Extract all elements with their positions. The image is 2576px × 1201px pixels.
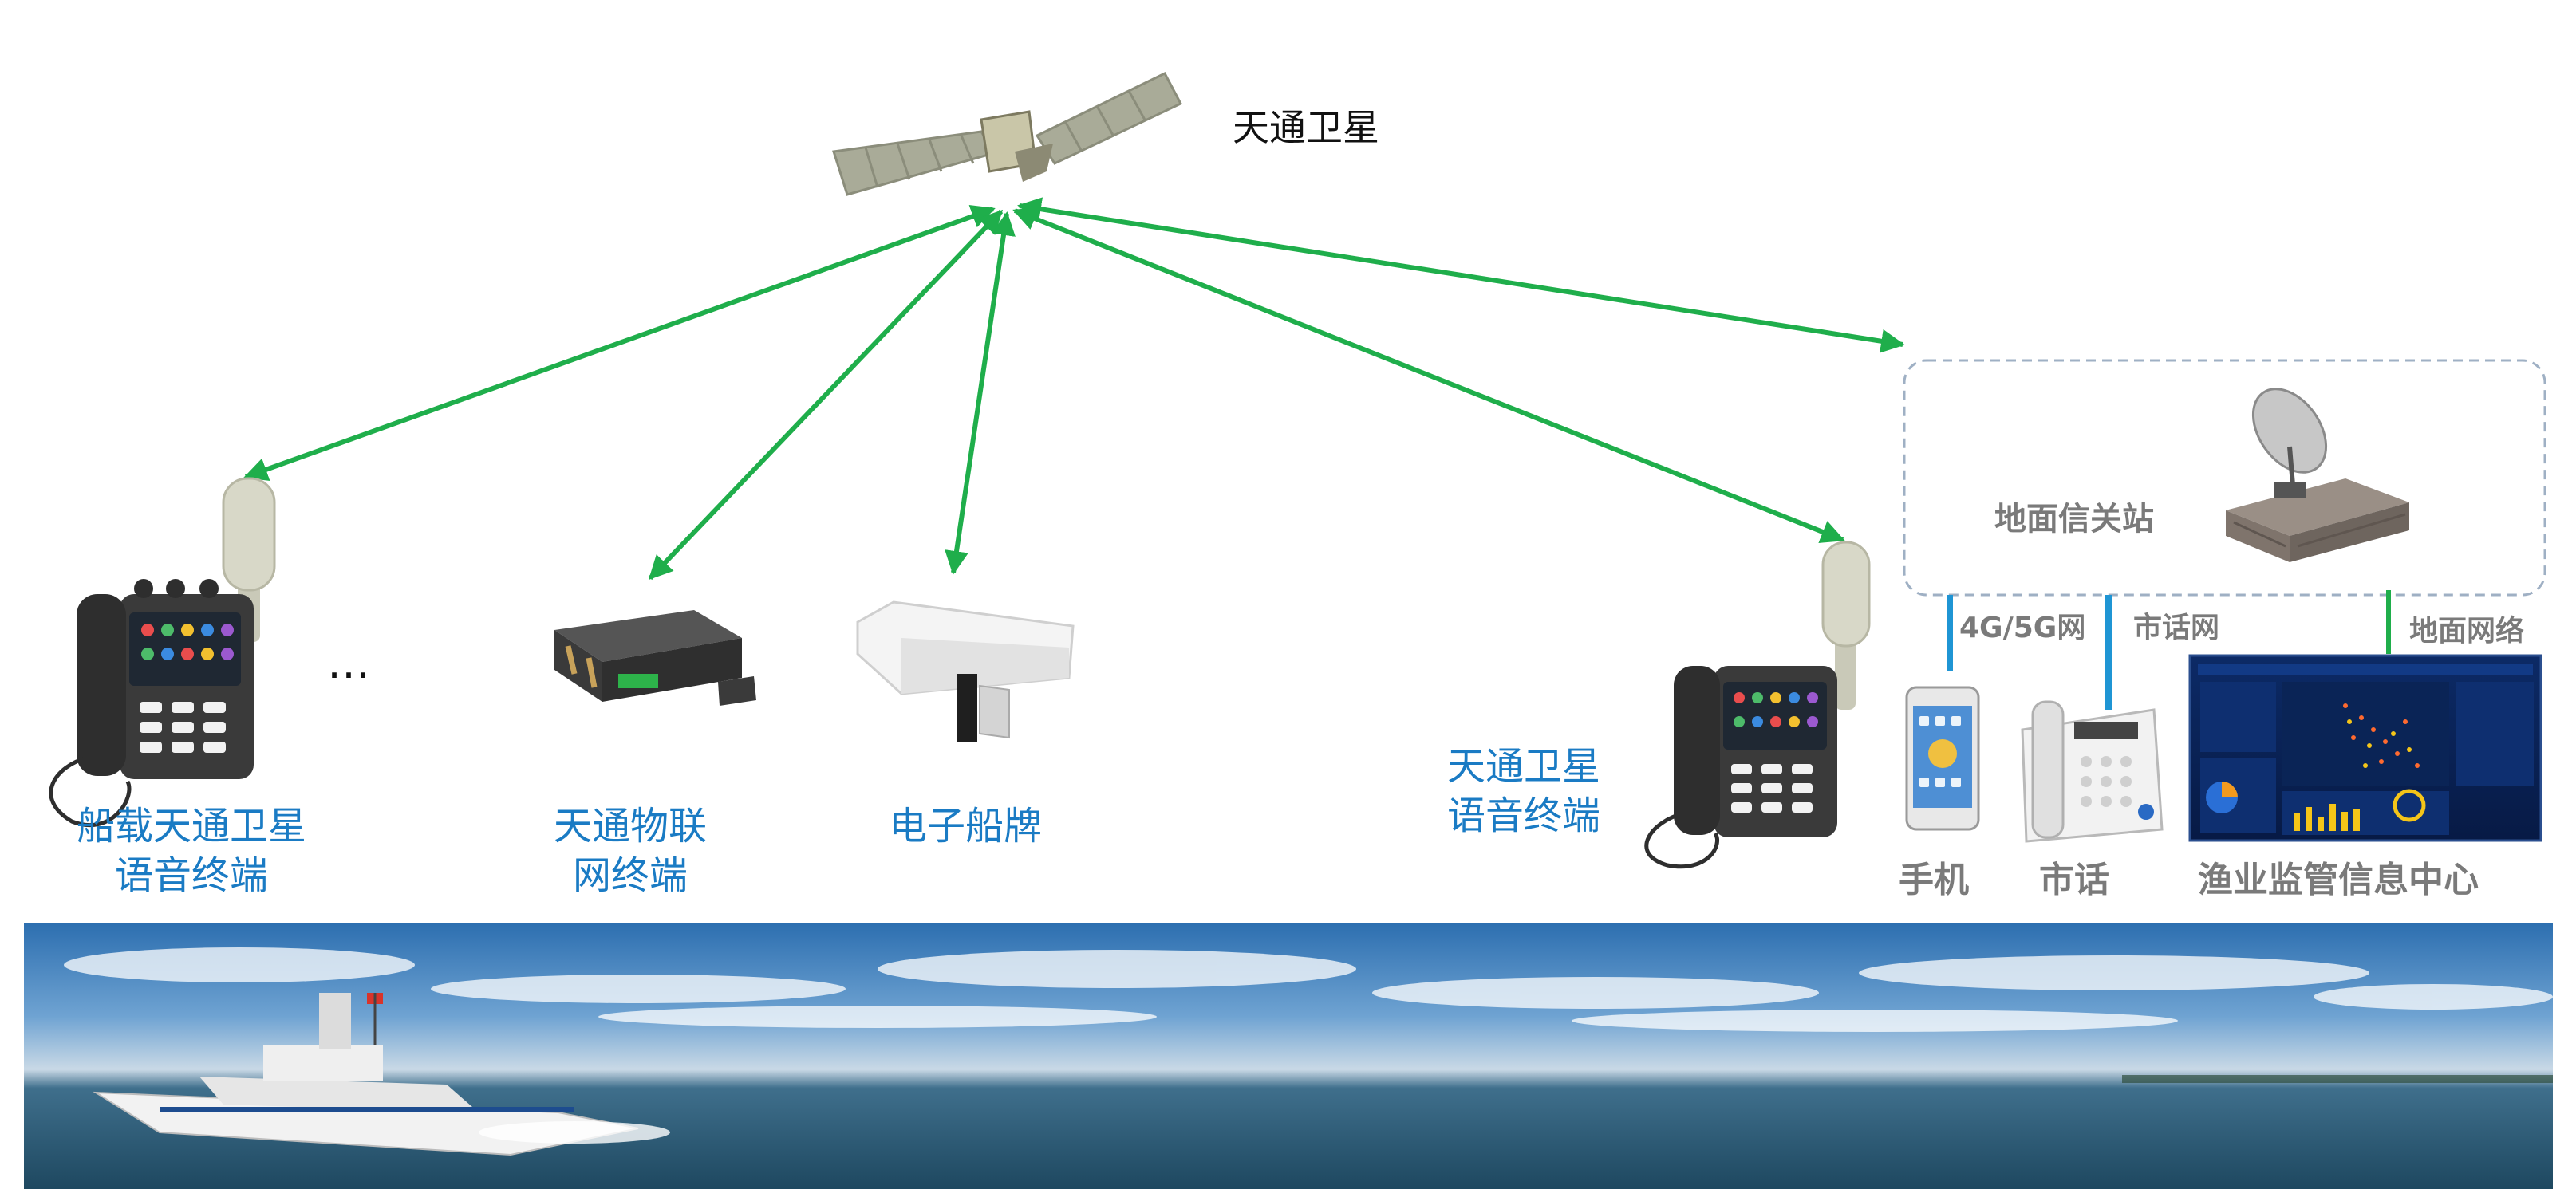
link-ship-terminal	[243, 204, 996, 482]
link-gateway	[1017, 197, 1905, 353]
sea-photo	[24, 923, 2553, 1189]
ground-network-label: 地面网络	[2409, 615, 2525, 648]
link-ship-plate	[945, 211, 1016, 575]
desk-phone-icon	[2021, 700, 2164, 843]
satellite-links	[243, 197, 1905, 581]
satellite-icon	[832, 72, 1183, 196]
gateway-box	[1903, 359, 2546, 597]
voice-terminal-label: 天通卫星 语音终端	[1428, 742, 1619, 841]
ship-terminal-label-line2: 语音终端	[114, 853, 268, 898]
fishery-center-label: 渔业监管信息中心	[2198, 860, 2479, 900]
link-iot-terminal	[648, 209, 1004, 581]
phone-label: 手机	[1899, 860, 1969, 900]
landline-label: 市话	[2039, 860, 2109, 900]
mobile-phone-icon	[1905, 686, 1980, 831]
iot-terminal-label-line1: 天通物联	[553, 804, 707, 849]
iot-terminal-label: 天通物联 网终端	[511, 801, 750, 900]
ship-plate-label: 电子船牌	[888, 804, 1042, 849]
gateway-label: 地面信关站	[1994, 501, 2154, 537]
landline-network-label: 市话网	[2133, 612, 2220, 644]
ground-links	[1947, 590, 2391, 710]
more-devices-ellipsis: …	[327, 638, 370, 688]
link-voice-terminal	[1012, 207, 1845, 543]
satellite-label: 天通卫星	[1233, 106, 1379, 149]
iot-terminal-label-line2: 网终端	[572, 853, 688, 898]
voice-terminal-label-line1: 天通卫星	[1446, 744, 1600, 789]
iot-router-icon	[554, 610, 756, 706]
ship-terminal-label: 船载天通卫星 语音终端	[32, 801, 351, 900]
electronic-plate-icon	[856, 600, 1075, 742]
mobile-network-label: 4G/5G网	[1959, 612, 2086, 644]
dashboard-screen-icon	[2188, 654, 2542, 842]
ship-terminal-label-line1: 船载天通卫星	[76, 804, 306, 849]
voice-terminal-label-line2: 语音终端	[1446, 793, 1600, 838]
ground-station-icon	[2226, 388, 2409, 562]
satellite-phone-icon	[49, 477, 276, 828]
patrol-boat-icon	[93, 993, 670, 1156]
satellite-phone-icon	[1644, 541, 1871, 869]
